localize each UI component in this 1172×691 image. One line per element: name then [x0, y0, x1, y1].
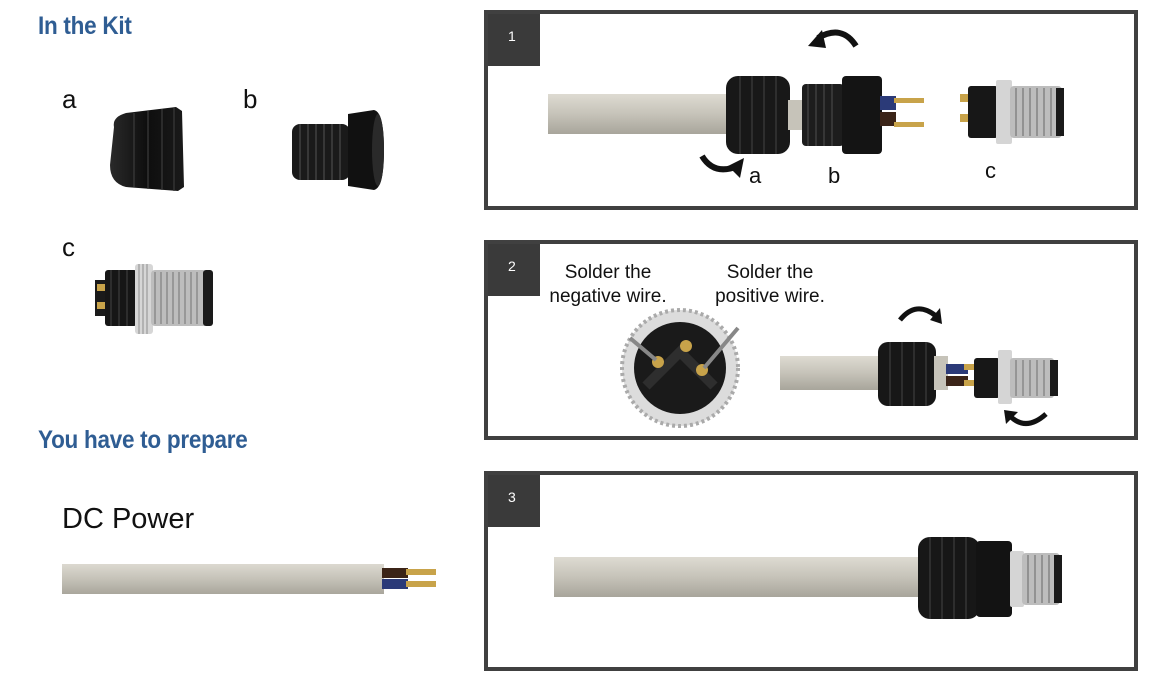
kit-label-b: b	[243, 84, 258, 114]
step-2-panel: 2	[484, 240, 1138, 440]
step-1-part-a: a	[749, 163, 762, 188]
kit-label-a: a	[62, 84, 77, 114]
step-2-badge: 2	[488, 244, 540, 296]
step-1-part-b: b	[828, 163, 841, 188]
positive-note-line-2: positive wire.	[715, 286, 825, 307]
positive-note-line-1: Solder the	[726, 262, 814, 283]
step-1-assembly-illustration	[548, 29, 1064, 178]
step-3-badge: 3	[488, 475, 540, 527]
gland-body-illustration	[292, 110, 384, 190]
kit-heading: In the Kit	[38, 12, 132, 40]
dc-power-cable-illustration	[62, 564, 436, 594]
positive-wire-note: Solder the positive wire.	[700, 261, 840, 309]
dc-power-label: DC Power	[62, 503, 195, 535]
step-1-part-c: c	[985, 158, 996, 183]
kit-label-c: c	[62, 232, 75, 262]
negative-note-line-1: Solder the	[564, 262, 652, 283]
prepare-heading: You have to prepare	[38, 426, 248, 454]
cap-nut-illustration	[110, 107, 184, 191]
negative-note-line-2: negative wire.	[549, 286, 667, 307]
negative-wire-note: Solder the negative wire.	[538, 261, 678, 309]
step-2-assembly-illustration	[620, 306, 1058, 428]
connector-illustration	[95, 264, 213, 334]
step-3-assembled-illustration	[554, 537, 1062, 619]
step-1-badge: 1	[488, 14, 540, 66]
